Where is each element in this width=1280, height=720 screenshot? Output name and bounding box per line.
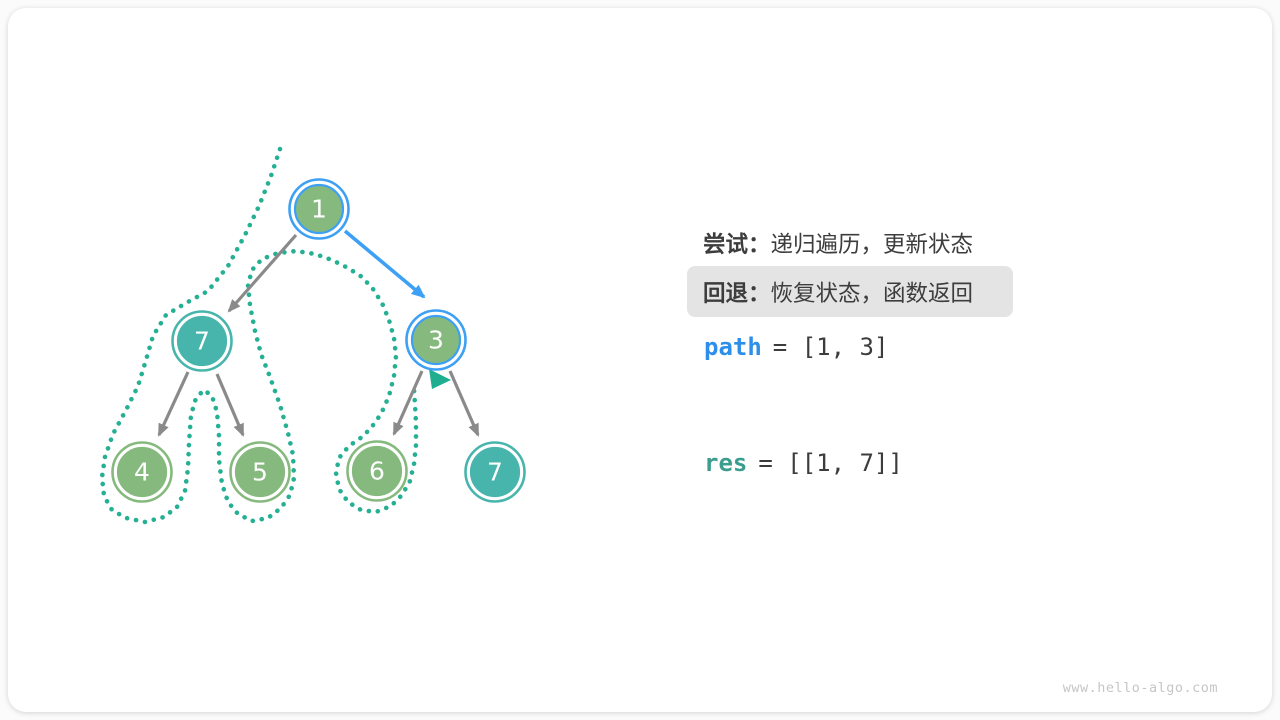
try-caption: 尝试：递归遍历，更新状态	[703, 227, 973, 259]
node-value: 6	[369, 457, 385, 486]
edge-3-7	[448, 370, 480, 437]
res-variable-name: res	[704, 449, 748, 477]
node-value: 1	[311, 195, 327, 224]
path-variable-name: path	[704, 333, 762, 361]
trail-arrowhead-icon	[429, 369, 451, 389]
node-value: 3	[428, 326, 444, 355]
backtrack-label: 回退：	[703, 280, 771, 307]
watermark: www.hello-algo.com	[1062, 680, 1218, 696]
traversal-trail	[99, 146, 419, 525]
node-value: 7	[487, 458, 503, 487]
tree-node-4: 4	[111, 441, 173, 503]
try-text: 递归遍历，更新状态	[770, 232, 974, 258]
path-variable-value: = [1, 3]	[772, 333, 889, 361]
edge-7-4	[157, 371, 190, 437]
edge-1-3-active	[343, 229, 426, 299]
node-value: 5	[252, 458, 268, 487]
tree-node-6: 6	[346, 440, 408, 502]
backtrack-text: 恢复状态，函数返回	[770, 280, 974, 307]
backtrack-caption: 回退：恢复状态，函数返回	[703, 276, 973, 308]
tree-node-5: 5	[229, 441, 291, 503]
edge-7-5	[215, 373, 245, 437]
try-label: 尝试：	[703, 232, 771, 258]
node-value: 7	[194, 327, 210, 356]
node-value: 4	[134, 458, 150, 487]
tree-node-7-right: 7	[464, 441, 526, 503]
res-variable-value: = [[1, 7]]	[758, 449, 903, 477]
tree-node-3: 3	[405, 309, 467, 371]
res-variable-line: res = [[1, 7]]	[704, 449, 903, 477]
edge-1-7	[227, 233, 298, 313]
path-variable-line: path = [1, 3]	[704, 333, 888, 361]
tree-node-7-left: 7	[171, 310, 233, 372]
edge-3-6	[392, 370, 424, 436]
backtrack-caption-highlight: 回退：恢复状态，函数返回	[687, 266, 1013, 317]
tree-node-1: 1	[288, 178, 350, 240]
